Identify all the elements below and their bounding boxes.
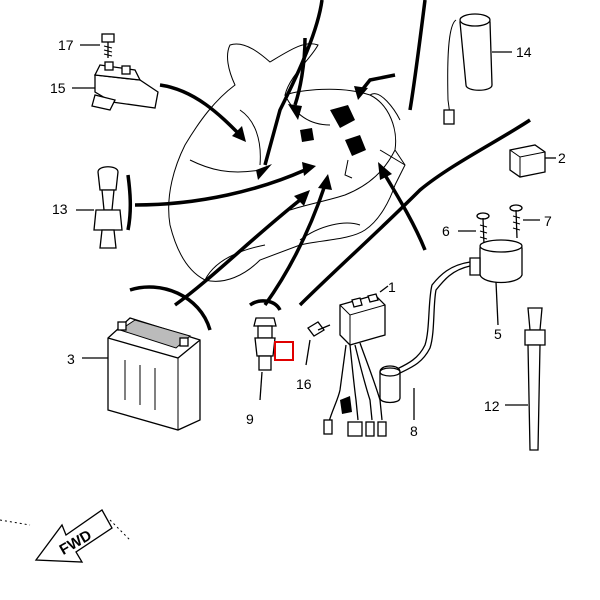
callout-13: 13: [52, 201, 68, 217]
callout-15: 15: [50, 80, 66, 96]
callout-12: 12: [484, 398, 500, 414]
part-3-battery: [82, 317, 201, 431]
part-6-screw: [458, 212, 490, 246]
direction-arrows: [126, 0, 531, 331]
part-13-switch-assembly: [76, 166, 123, 249]
handlebar-switch-components: [300, 105, 366, 179]
callout-2: 2: [558, 150, 566, 166]
fwd-direction-badge: FWD: [0, 509, 131, 563]
callout-3: 3: [67, 351, 75, 367]
part-9-sensor: [253, 317, 277, 401]
callout-16: 16: [296, 376, 312, 392]
callout-14: 14: [516, 44, 532, 60]
callout-labels: 17 15 14 13 2 6 7 3 1 5 9 16 8 12: [50, 37, 566, 439]
part-14-throttle-grip: [443, 13, 512, 125]
part-8-plug-cap: [379, 261, 471, 420]
part-7-screw: [509, 204, 540, 239]
part-17-bolt: [80, 33, 115, 58]
callout-17: 17: [58, 37, 74, 53]
callout-9: 9: [246, 411, 254, 427]
part-12-cable-tie: [505, 307, 546, 451]
part-15-relay-bracket: [72, 61, 159, 111]
callout-6: 6: [442, 223, 450, 239]
callout-1: 1: [388, 279, 396, 295]
part-16-screw: [305, 321, 331, 366]
callout-8: 8: [410, 423, 418, 439]
part-1-cdi-unit: [323, 285, 389, 437]
part-2-relay: [509, 144, 556, 178]
highlight-box: [274, 341, 294, 361]
callout-5: 5: [494, 326, 502, 342]
part-5-ignition-coil: [469, 239, 523, 326]
callout-7: 7: [544, 213, 552, 229]
